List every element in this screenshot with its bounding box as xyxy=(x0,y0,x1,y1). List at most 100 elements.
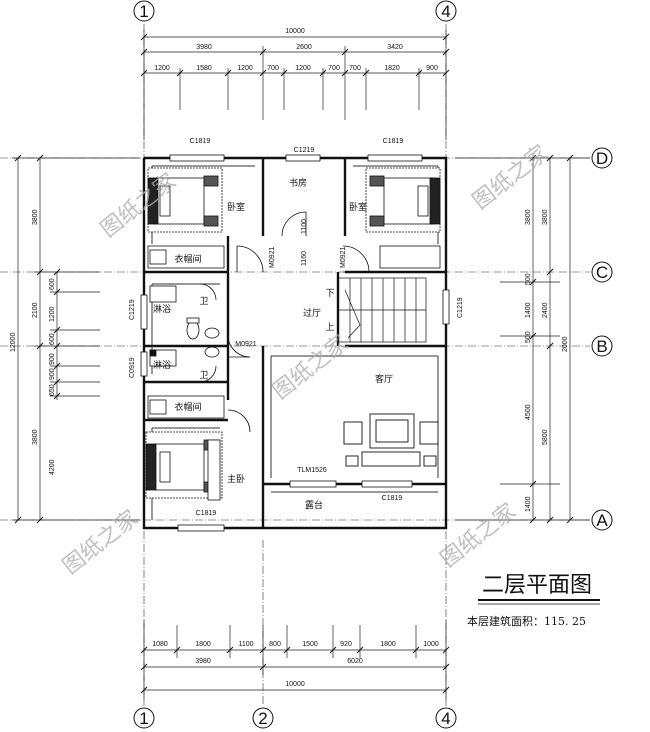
axis-1-top: 1 xyxy=(139,2,148,21)
room-terrace: 露台 xyxy=(305,499,323,511)
dim-left-m1: 600 xyxy=(49,278,56,290)
bed-right-icon xyxy=(365,167,441,233)
dim-bottom-b1: 1080 xyxy=(152,641,168,648)
label-window-right: C1219 xyxy=(457,297,464,318)
dim-left-m6: 650 xyxy=(49,384,56,396)
label-window-left-2: C0919 xyxy=(129,357,136,378)
dim-bottom-b7: 1800 xyxy=(380,641,396,648)
dim-right-r4: 2000 xyxy=(562,336,569,352)
axis-1-bottom: 1 xyxy=(139,709,148,728)
dim-left-m3: 600 xyxy=(49,333,56,345)
dim-bottom-seg2: 6020 xyxy=(347,658,363,665)
dim-right-r5: 1400 xyxy=(525,496,532,512)
dim-top-seg1: 3980 xyxy=(196,44,212,51)
watermark: 图纸之家 xyxy=(268,331,353,405)
dim-bottom-b2: 1800 xyxy=(195,641,211,648)
dim-top-d6: 700 xyxy=(328,65,340,72)
dim-left-bottom: 3800 xyxy=(32,429,39,445)
dim-right-r1: 500 xyxy=(525,273,532,285)
dim-top-d3: 1200 xyxy=(237,65,253,72)
stair-icon xyxy=(337,277,427,343)
dim-top-overall: 10000 xyxy=(285,28,305,35)
axis-A: A xyxy=(596,511,608,530)
closet-fixtures xyxy=(147,245,441,501)
room-master: 主卧 xyxy=(227,473,245,485)
label-window-left-1: C1219 xyxy=(129,299,136,320)
bottom-dimension-ticks xyxy=(140,646,450,694)
dim-bottom-b3: 1100 xyxy=(238,641,253,648)
label-window-top-left: C1819 xyxy=(190,138,211,145)
label-window-bottom-left: C1819 xyxy=(196,510,217,517)
right-dimension-ticks xyxy=(529,154,574,524)
right-dimension-lines xyxy=(455,157,590,521)
bottom-dimension-lines xyxy=(143,620,447,700)
dim-right-mid-b: 2400 xyxy=(542,302,549,318)
watermark: 图纸之家 xyxy=(436,499,521,573)
left-dimension-ticks xyxy=(14,154,61,524)
left-dimension-lines xyxy=(12,157,140,521)
room-living: 客厅 xyxy=(375,373,393,385)
room-closet-top: 衣帽间 xyxy=(174,253,201,265)
dim-bottom-b5: 1500 xyxy=(302,641,318,648)
axis-D: D xyxy=(596,149,608,168)
label-window-bottom-right: C1819 xyxy=(382,495,403,502)
dim-top-d5: 1200 xyxy=(295,65,311,72)
dim-left-m4: 900 xyxy=(49,353,56,365)
room-hall: 过厅 xyxy=(303,307,321,319)
room-wc-bottom: 卫 xyxy=(199,371,208,381)
sofa-set-icon xyxy=(343,413,439,467)
top-dimension-lines xyxy=(143,30,447,140)
label-door-2: M0921 xyxy=(340,246,347,268)
dim-top-d4: 700 xyxy=(267,65,279,72)
room-closet-bottom: 衣帽间 xyxy=(174,401,201,413)
dim-left-m5: 900 xyxy=(49,368,56,380)
dim-right-r2: 1400 xyxy=(525,302,532,318)
top-dimension-ticks xyxy=(140,33,450,77)
dim-top-d1: 1200 xyxy=(154,65,170,72)
doors xyxy=(199,211,370,433)
room-shower-top: 淋浴 xyxy=(153,303,171,315)
axis-2-bottom: 2 xyxy=(258,709,267,728)
dim-right-top-a: 3800 xyxy=(525,209,532,225)
dim-top-seg2: 2600 xyxy=(296,44,312,51)
dim-top-d7: 700 xyxy=(349,65,361,72)
dim-bottom-seg1: 3980 xyxy=(195,658,211,665)
dim-top-d9: 900 xyxy=(426,65,438,72)
dim-bottom-b6: 920 xyxy=(340,641,352,648)
label-dim-1160: 1160 xyxy=(301,251,308,266)
label-window-top-right: C1819 xyxy=(383,138,404,145)
dim-bottom-b4: 800 xyxy=(269,641,281,648)
dim-right-top-b: 3800 xyxy=(542,209,549,225)
label-window-top-mid: C1219 xyxy=(294,147,315,154)
label-door-hall-wc: M0921 xyxy=(235,341,257,348)
label-door-1: M0921 xyxy=(269,246,276,268)
bed-left-icon xyxy=(147,167,223,233)
drawing-title: 二层平面图 xyxy=(482,573,592,598)
bathroom-fixtures xyxy=(149,285,220,367)
axis-B: B xyxy=(596,337,607,356)
room-shower-bottom: 淋浴 xyxy=(153,359,171,371)
dim-left-overall: 12000 xyxy=(10,332,17,352)
watermark: 图纸之家 xyxy=(468,141,553,215)
label-dim-1100: 1100 xyxy=(301,219,308,234)
label-stair-down: 下 xyxy=(325,289,334,299)
dim-right-bot-a: 4500 xyxy=(525,404,532,420)
axis-4-top: 4 xyxy=(441,2,450,21)
dim-top-seg3: 3420 xyxy=(387,44,403,51)
dim-top-d2: 1580 xyxy=(196,65,212,72)
windows xyxy=(140,154,450,532)
room-wc-top: 卫 xyxy=(199,297,208,307)
axis-bubbles xyxy=(133,0,613,729)
dim-left-mid: 2100 xyxy=(32,302,39,318)
label-sliding-door: TLM1526 xyxy=(297,467,327,474)
dim-top-d8: 1820 xyxy=(384,65,400,72)
watermark: 图纸之家 xyxy=(58,506,143,580)
dim-left-m2: 1200 xyxy=(49,306,56,322)
dim-left-top: 3800 xyxy=(32,209,39,225)
room-study: 书房 xyxy=(289,177,307,189)
dim-bottom-overall: 10000 xyxy=(285,681,305,688)
bed-master-icon xyxy=(145,431,223,499)
floor-area-note: 本层建筑面积：115. 25 xyxy=(467,614,586,628)
room-bedroom-left: 卧室 xyxy=(227,201,245,213)
label-stair-up: 上 xyxy=(325,322,334,333)
